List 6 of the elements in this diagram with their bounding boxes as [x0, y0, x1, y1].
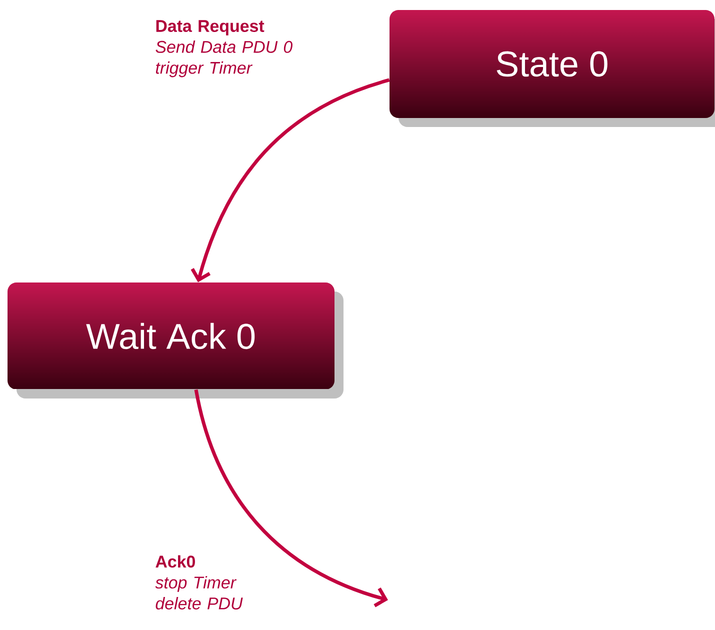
state-box: Wait Ack 0 — [8, 282, 344, 398]
edge-label: Data Request Send Data PDU 0 trigger Timer — [156, 20, 292, 78]
state-box: State 0 — [390, 10, 715, 127]
edge-label: Ack0 stop Timer delete PDU — [155, 555, 243, 610]
arrow — [194, 389, 388, 608]
arrow — [190, 78, 390, 282]
